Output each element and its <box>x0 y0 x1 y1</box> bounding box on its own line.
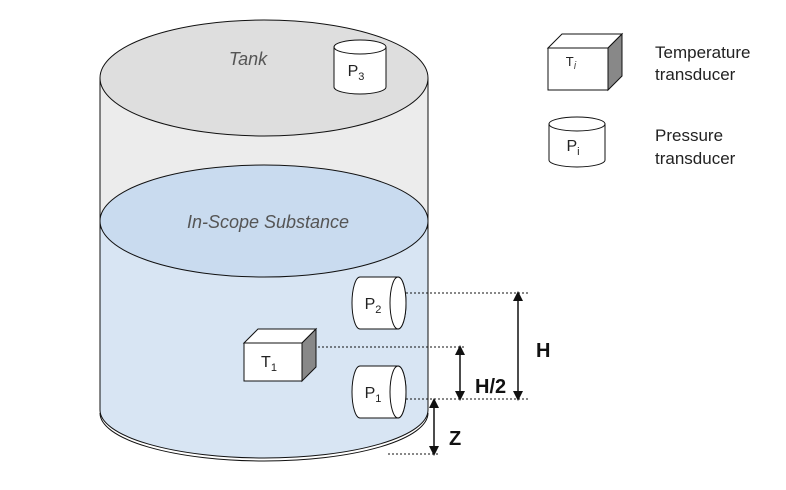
legend-temperature: Ti Temperature transducer <box>546 32 750 92</box>
dimension-h-half-label: H/2 <box>475 376 506 398</box>
temperature-sensor-t1: T1 <box>242 327 318 383</box>
legend-pressure: Pi Pressure transducer <box>548 116 736 168</box>
legend-temperature-line1: Temperature <box>655 43 750 62</box>
dimension-z-label: Z <box>449 428 461 450</box>
legend-pressure-line2: transducer <box>655 149 736 168</box>
pressure-sensor-p3: P3 <box>333 39 387 95</box>
pressure-sensor-p2: P2 <box>351 276 407 330</box>
legend-pressure-line1: Pressure <box>655 126 723 145</box>
reference-lines <box>318 292 528 455</box>
legend-pressure-symbol: Pi <box>566 138 579 158</box>
substance-label: In-Scope Substance <box>187 212 349 232</box>
liquid-surface <box>99 164 429 278</box>
legend-temperature-line2: transducer <box>655 65 736 84</box>
svg-text:P3: P3 <box>348 63 365 83</box>
svg-text:T1: T1 <box>261 354 277 374</box>
svg-text:P2: P2 <box>365 296 382 316</box>
dimension-h-label: H <box>536 340 550 362</box>
svg-text:P1: P1 <box>365 385 382 405</box>
pressure-sensor-p1: P1 <box>351 365 407 419</box>
tank-label: Tank <box>229 49 268 69</box>
legend-temperature-symbol: Ti <box>566 54 577 72</box>
